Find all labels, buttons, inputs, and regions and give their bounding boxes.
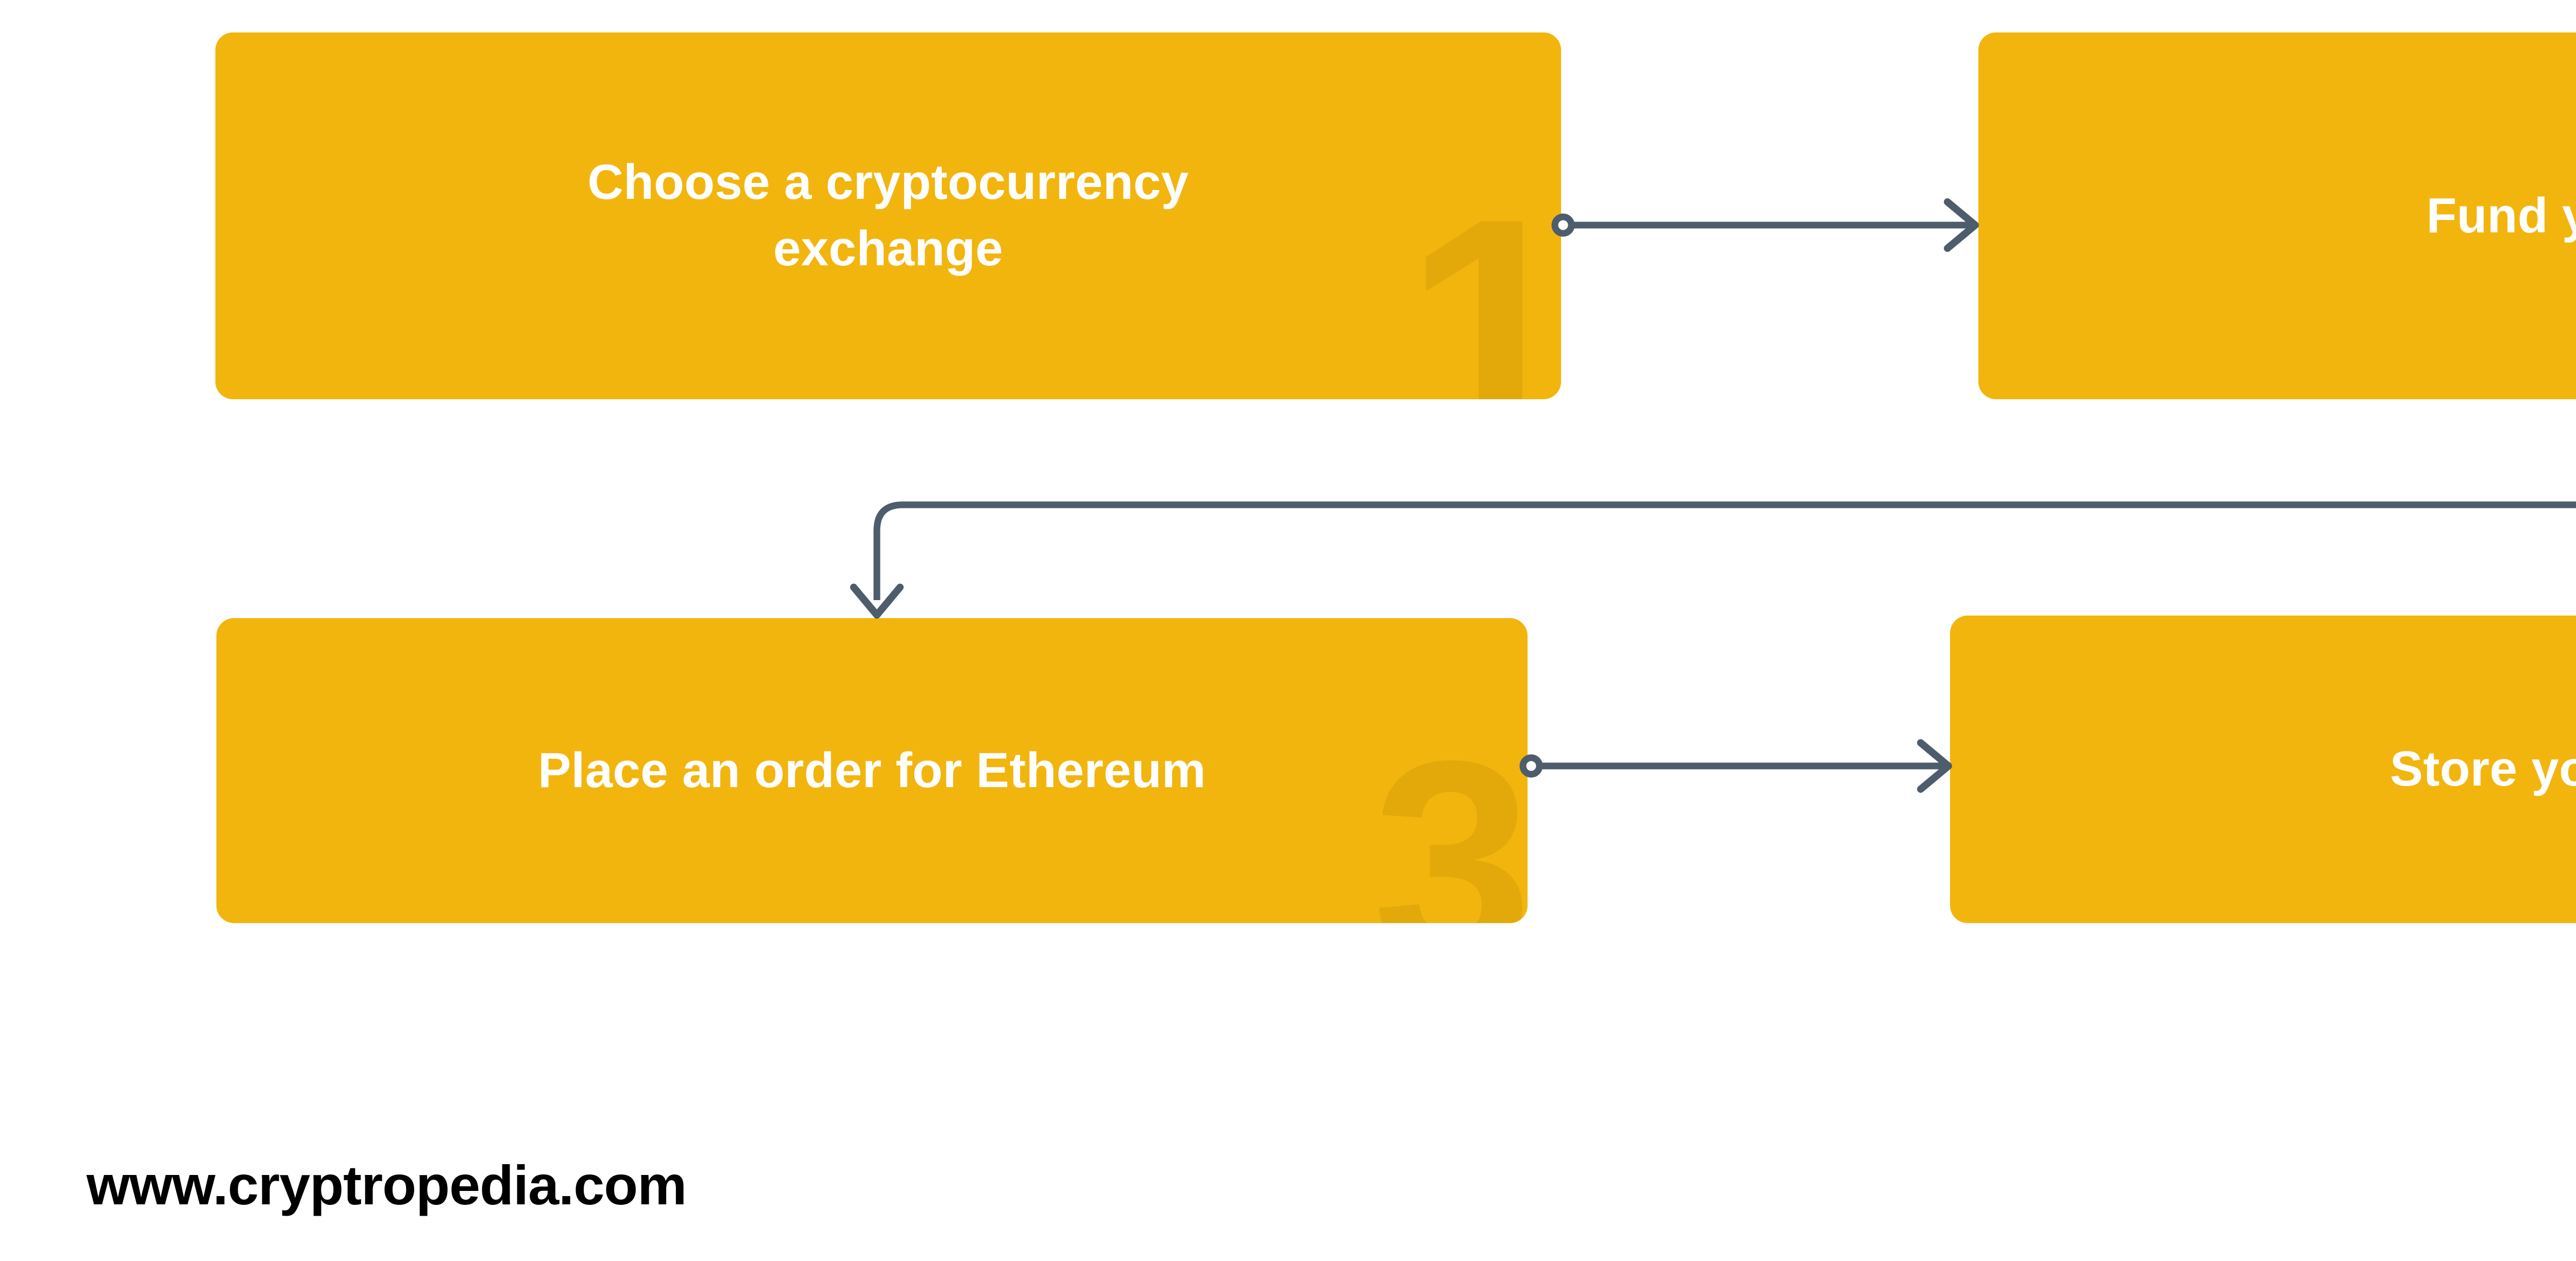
step-box-3-place-an-order-for-ethereum[interactable]: 3 Place an order for Ethereum xyxy=(216,618,1528,923)
step-number-watermark-3: 3 xyxy=(1372,701,1528,923)
connector-arrow-step2-to-step3 xyxy=(850,501,2576,619)
connector-arrowhead-3-4 xyxy=(1917,739,1952,793)
connector-arrow-step3-to-step4 xyxy=(1519,739,1952,793)
step-label-3: Place an order for Ethereum xyxy=(538,742,1206,798)
step-label-1: Choose a cryptocurrency exchange xyxy=(587,155,1189,276)
step-box-1-choose-a-cryptocurrency-exchange[interactable]: 1 Choose a cryptocurrency exchange xyxy=(215,32,1561,399)
connector-arrowhead-2-3 xyxy=(850,584,904,619)
connector-arrowhead-1-2 xyxy=(1944,198,1979,252)
step-label-4: Store your Ethereum xyxy=(2389,741,2576,797)
connector-arrow-step1-to-step2 xyxy=(1551,198,1979,252)
step-label-2: Fund your account xyxy=(2426,188,2576,243)
footer-website-url[interactable]: www.cryptropedia.com xyxy=(87,1154,687,1216)
connector-line-2-3 xyxy=(873,501,2576,600)
step-number-watermark-1: 1 xyxy=(1404,152,1561,399)
step-box-4-store-your-ethereum[interactable]: 4 Store your Ethereum xyxy=(1950,616,2576,923)
step-box-2-fund-your-account[interactable]: 2 Fund your account xyxy=(1978,32,2576,399)
